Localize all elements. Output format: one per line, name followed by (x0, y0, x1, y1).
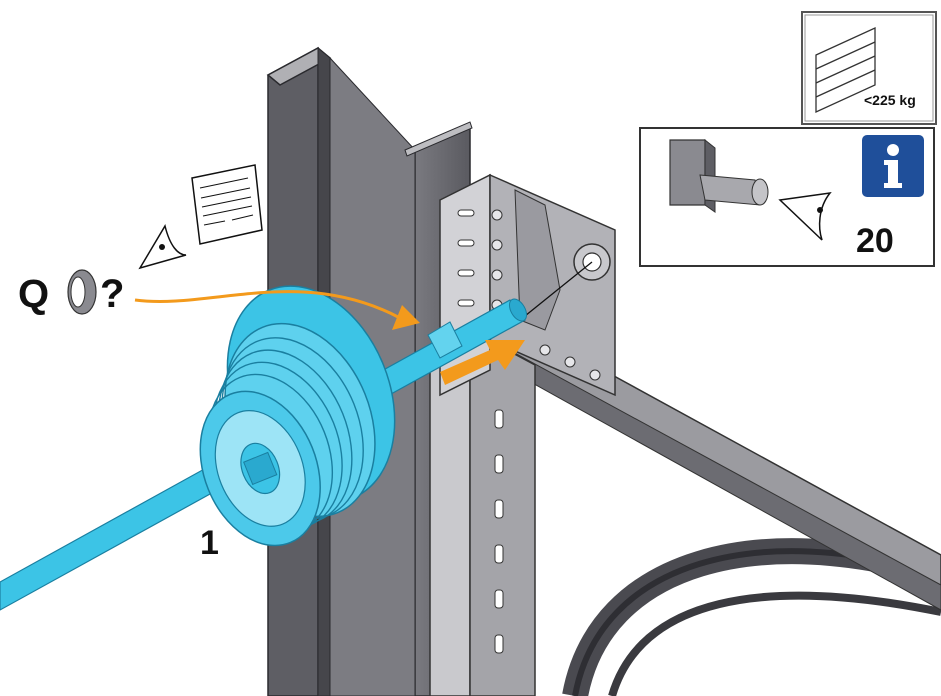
info-reference-number: 20 (856, 222, 894, 260)
ring-icon (67, 269, 97, 315)
weight-limit-label: <225 kg (864, 92, 916, 108)
bearing-icon (669, 138, 769, 213)
query-mark: ? (100, 272, 125, 316)
document-icon (191, 164, 263, 245)
door-panel-icon (815, 26, 876, 114)
cable-drum (199, 285, 396, 547)
weight-limit-box (801, 11, 937, 125)
eye-icon-small (778, 191, 832, 241)
query-letter: Q (18, 272, 50, 316)
step-number: 1 (200, 524, 219, 562)
info-box (639, 127, 935, 267)
eye-icon (138, 224, 187, 270)
insertion-arrows (134, 290, 525, 385)
info-icon (862, 135, 924, 197)
vertical-track (429, 328, 536, 696)
